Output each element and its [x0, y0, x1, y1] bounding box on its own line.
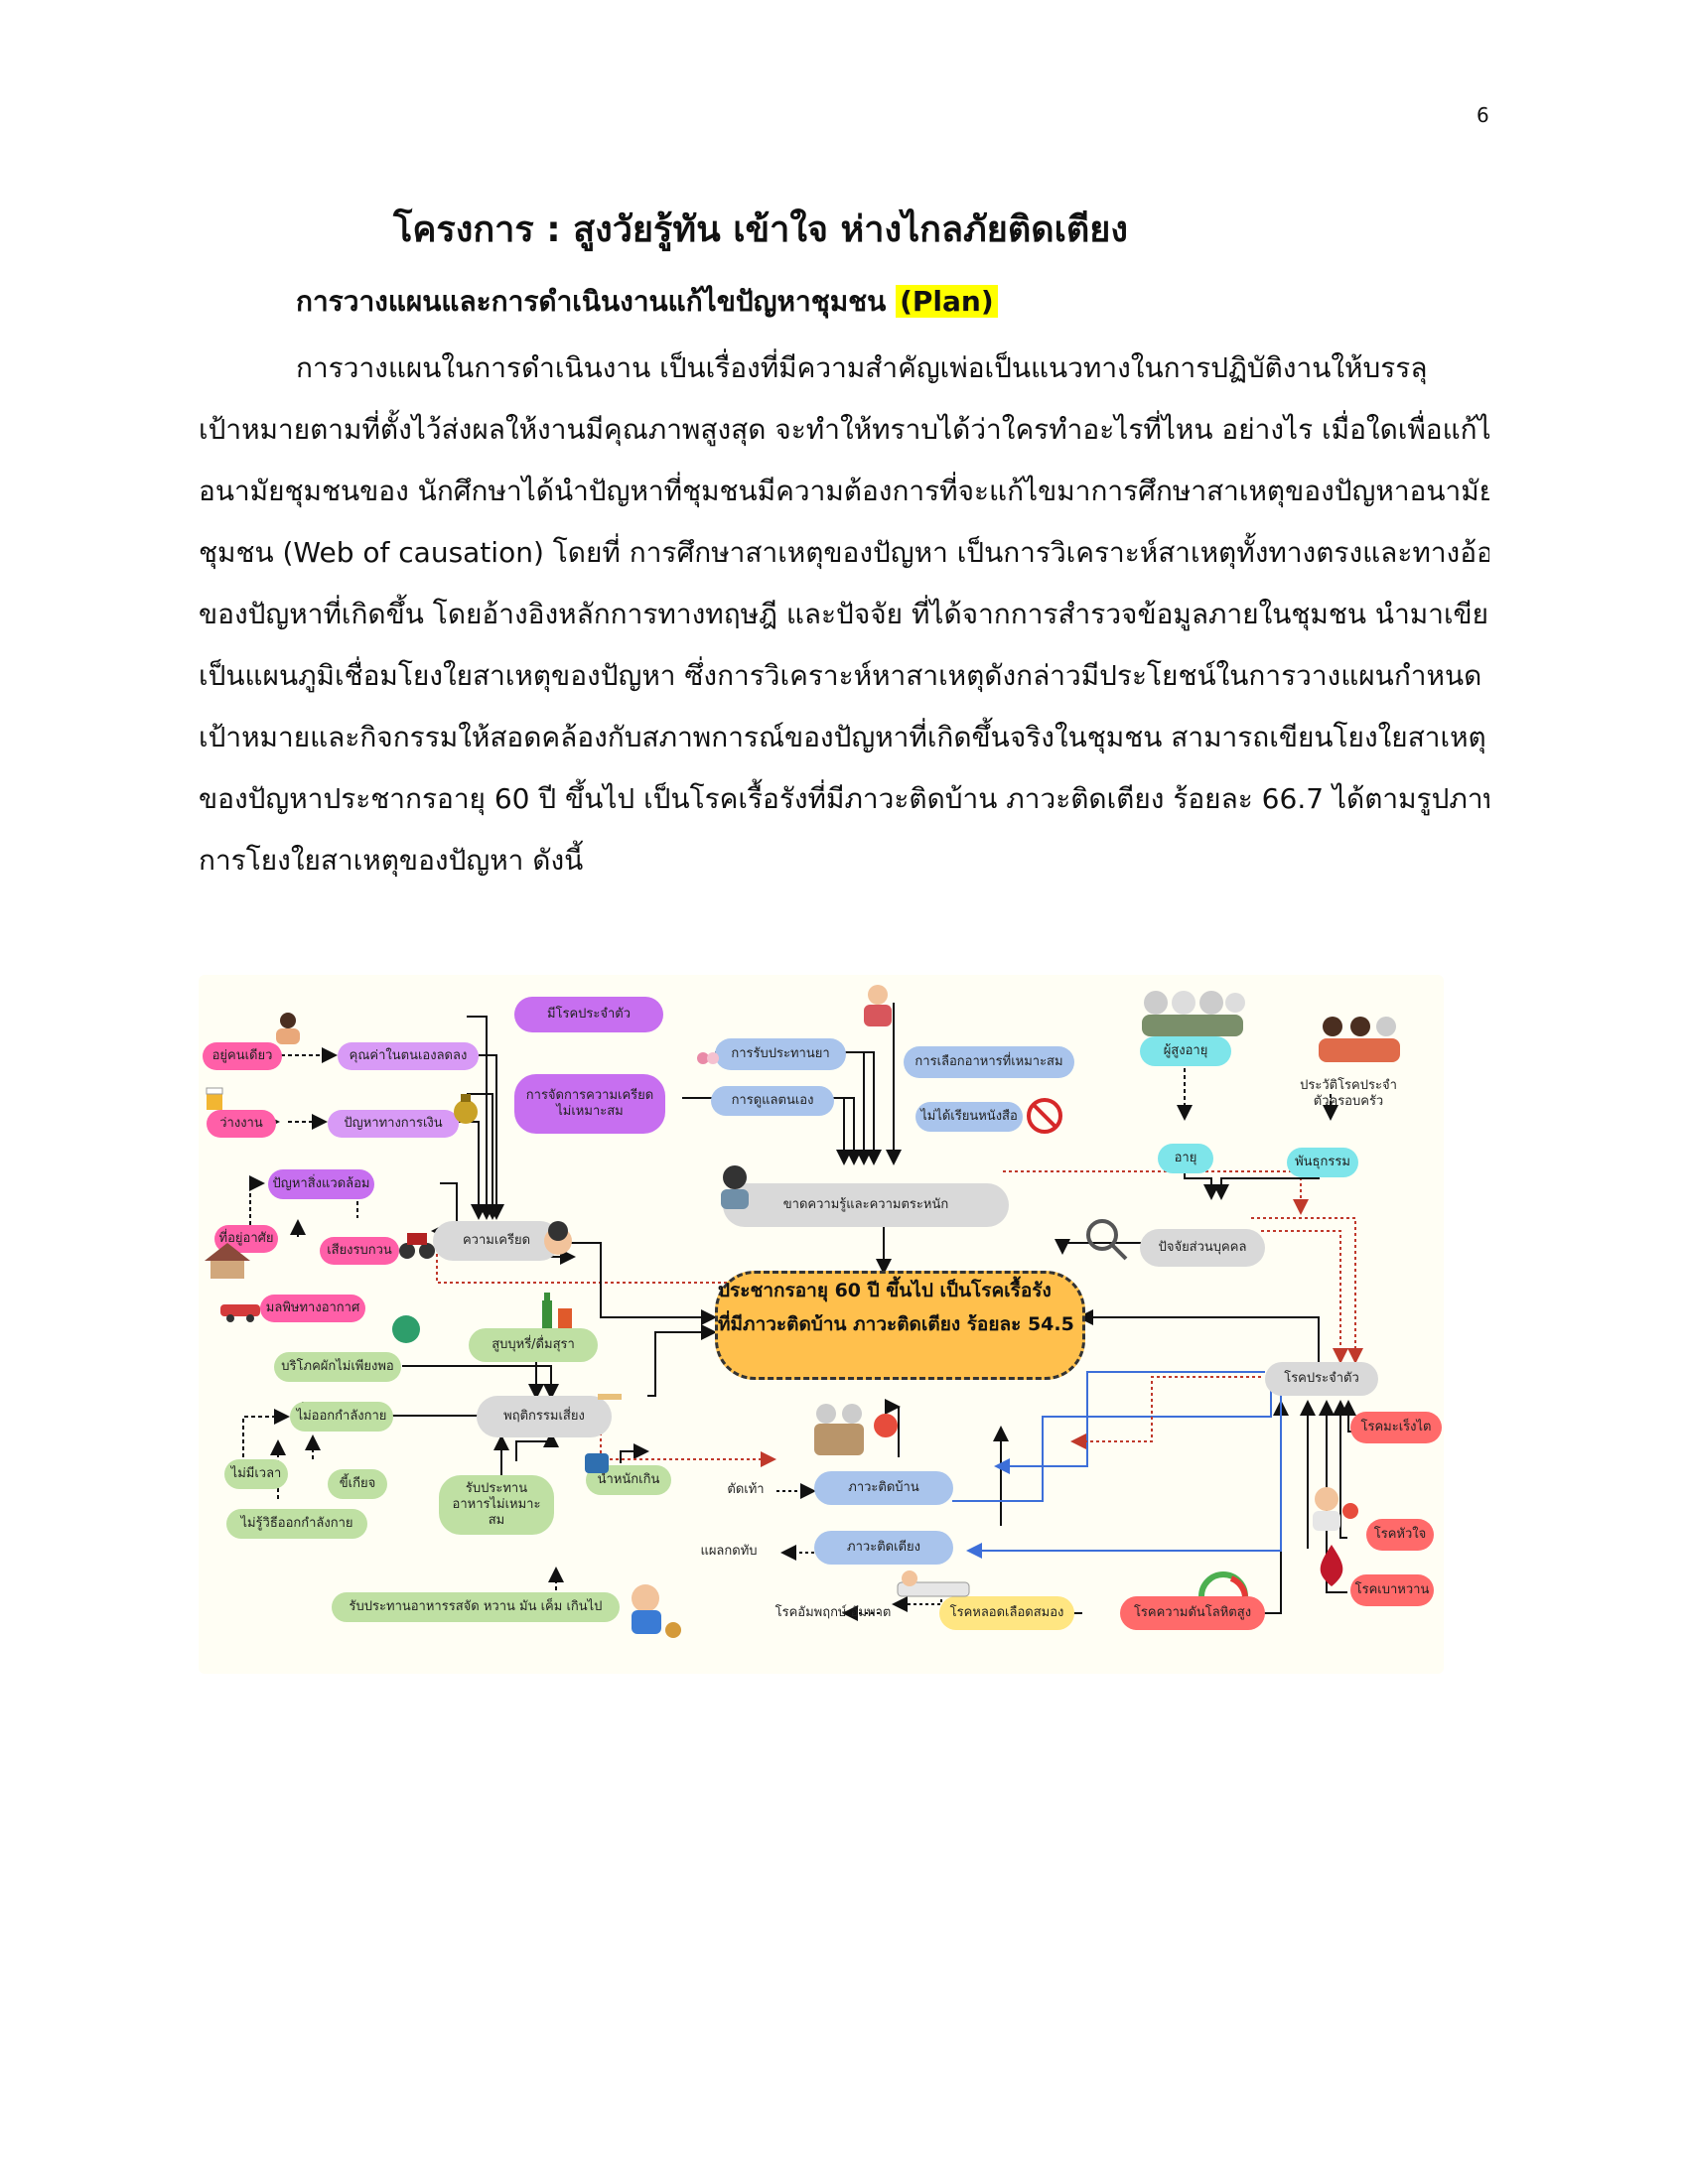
- house-icon: [205, 1243, 250, 1279]
- node-bedridden: ภาวะติดเตียง: [814, 1531, 953, 1565]
- node-hypertension: โรคความดันโลหิตสูง: [1120, 1596, 1265, 1630]
- node-accident: โรคอัมพฤกษ์ อัมพาต: [774, 1605, 892, 1620]
- car-icon: [220, 1304, 260, 1322]
- node-meds: การรับประทานยา: [715, 1038, 846, 1070]
- money-bag-icon: [454, 1094, 478, 1124]
- node-unemployed: ว่างงาน: [207, 1110, 276, 1138]
- paragraph-line: ของปัญหาที่เกิดขึ้น โดยอ้างอิงหลักการทาง…: [199, 598, 1489, 630]
- node-genetic: พันธุกรรม: [1287, 1148, 1358, 1177]
- node-age: อายุ: [1158, 1144, 1213, 1173]
- beer-icon: [206, 1087, 223, 1110]
- node-amputate: ตัดเท้า: [727, 1482, 765, 1497]
- paragraph-line: เป็นแผนภูมิเชื่อมโยงใยสาเหตุของปัญหา ซึ่…: [199, 659, 1482, 692]
- node-family-history: ประวัติโรคประจำตัวครอบครัว: [1300, 1078, 1397, 1109]
- node-knowledge: ขาดความรู้และความตระหนัก: [723, 1183, 1009, 1227]
- node-lonely: คุณค่าในตนเองลดลง: [338, 1042, 479, 1070]
- paragraph-line: การวางแผนในการดำเนินงาน เป็นเรื่องที่มีค…: [296, 351, 1428, 384]
- heart-patient-icon: [1313, 1487, 1358, 1531]
- node-heart: โรคหัวใจ: [1366, 1519, 1434, 1551]
- node-finance: ปัญหาทางการเงิน: [328, 1110, 459, 1138]
- magnifier-people-icon: [1086, 1219, 1128, 1261]
- body-paragraph: การวางแผนในการดำเนินงาน เป็นเรื่องที่มีค…: [199, 338, 1489, 891]
- core-line-1: ประชากรอายุ 60 ปี ขึ้นไป เป็นโรคเรื้อรัง: [718, 1280, 1052, 1301]
- node-homebound: ภาวะติดบ้าน: [814, 1471, 953, 1505]
- plan-highlight: (Plan): [896, 285, 998, 318]
- node-taste: รับประทานอาหารรสจัด หวาน มัน เค็ม เกินไป: [332, 1592, 620, 1622]
- section-heading-text: การวางแผนและการดำเนินงานแก้ไขปัญหาชุมชน: [296, 285, 887, 318]
- node-noise: เสียงรบกวน: [320, 1237, 399, 1265]
- node-lazy: ขี้เกียจ: [328, 1469, 387, 1499]
- web-of-causation-diagram: ประชากรอายุ 60 ปี ขึ้นไป เป็นโรคเรื้อรัง…: [199, 975, 1444, 1674]
- node-no-time: ไม่มีเวลา: [224, 1459, 288, 1489]
- node-diabetes: โรคเบาหวาน: [1350, 1574, 1434, 1606]
- node-air: มลพิษทางอากาศ: [260, 1295, 365, 1322]
- node-environment: ปัญหาสิ่งแวดล้อม: [268, 1169, 374, 1199]
- cigarette-icon: [598, 1394, 622, 1400]
- node-diet: รับประทานอาหารไม่เหมาะสม: [439, 1475, 554, 1535]
- node-bedsore: แผลกดทับ: [700, 1544, 758, 1559]
- node-no-edu: ไม่ได้เรียนหนังสือ: [915, 1102, 1023, 1132]
- core-line-2: ที่มีภาวะติดบ้าน ภาวะติดเตียง ร้อยละ 54.…: [718, 1313, 1074, 1335]
- node-stroke: โรคหลอดเลือดสมอง: [939, 1596, 1074, 1630]
- page-number: 6: [1477, 103, 1489, 127]
- stressed-person-icon: [544, 1221, 572, 1255]
- core-problem: ประชากรอายุ 60 ปี ขึ้นไป เป็นโรคเรื้อรัง…: [715, 1271, 1085, 1380]
- node-veg: บริโภคผักไม่เพียงพอ: [274, 1352, 401, 1382]
- paragraph-line: เป้าหมายตามที่ตั้งไว้ส่งผลให้งานมีคุณภาพ…: [199, 413, 1489, 446]
- person-cooking-icon: [864, 985, 892, 1026]
- paragraph-line: การโยงใยสาเหตุของปัญหา ดังนี้: [199, 844, 584, 877]
- node-stress-mgmt: การจัดการความเครียดไม่เหมาะสม: [514, 1074, 665, 1134]
- paragraph-line: ของปัญหาประชากรอายุ 60 ปี ขึ้นไป เป็นโรค…: [199, 782, 1489, 815]
- node-exercise: ไม่ออกกำลังกาย: [290, 1402, 393, 1432]
- node-behavior: พฤติกรรมเสี่ยง: [477, 1396, 612, 1437]
- paragraph-line: อนามัยชุมชนของ นักศึกษาได้นำปัญหาที่ชุมช…: [199, 475, 1489, 507]
- blood-drop-icon: [1320, 1545, 1343, 1586]
- scale-icon: [585, 1453, 609, 1473]
- node-kidney: โรคมะเร็งไต: [1350, 1412, 1442, 1443]
- node-no-know-exercise: ไม่รู้วิธีออกกำลังกาย: [226, 1509, 367, 1539]
- no-school-icon: [1027, 1098, 1062, 1134]
- confused-person-icon: [721, 1165, 749, 1209]
- gauge-icon: [1198, 1571, 1248, 1597]
- node-self-care: การดูแลตนเอง: [711, 1086, 834, 1116]
- section-heading: การวางแผนและการดำเนินงานแก้ไขปัญหาชุมชน …: [296, 280, 998, 324]
- node-elderly: ผู้สูงอายุ: [1140, 1036, 1231, 1066]
- vegetable-icon: [392, 1315, 420, 1343]
- bedridden-patient-icon: [897, 1570, 970, 1597]
- node-personal: ปัจจัยส่วนบุคคล: [1140, 1229, 1265, 1267]
- elderly-group-icon: [1142, 991, 1245, 1036]
- paragraph-line: เป้าหมายและกิจกรรมให้สอดคล้องกับสภาพการณ…: [199, 721, 1486, 753]
- node-smoke-drink: สูบบุหรี่/ดื่มสุรา: [469, 1328, 598, 1362]
- alcohol-bottle-icon: [542, 1293, 572, 1328]
- family-icon: [1319, 1017, 1400, 1062]
- node-live-alone: อยู่คนเดียว: [203, 1042, 282, 1070]
- child-eating-icon: [632, 1584, 681, 1638]
- node-chronic-self: มีโรคประจำตัว: [514, 997, 663, 1032]
- document-title: โครงการ : สูงวัยรู้ทัน เข้าใจ ห่างไกลภัย…: [393, 209, 1128, 250]
- paragraph-line: ชุมชน (Web of causation) โดยที่ การศึกษา…: [199, 536, 1489, 569]
- node-stress: ความเครียด: [433, 1221, 560, 1261]
- pills-icon: [697, 1052, 719, 1064]
- motorbike-icon: [399, 1233, 435, 1259]
- elderly-home-icon: [814, 1404, 898, 1455]
- node-food-choice: การเลือกอาหารที่เหมาะสม: [904, 1046, 1074, 1078]
- lonely-person-icon: [276, 1013, 300, 1044]
- node-chronic: โรคประจำตัว: [1265, 1362, 1378, 1396]
